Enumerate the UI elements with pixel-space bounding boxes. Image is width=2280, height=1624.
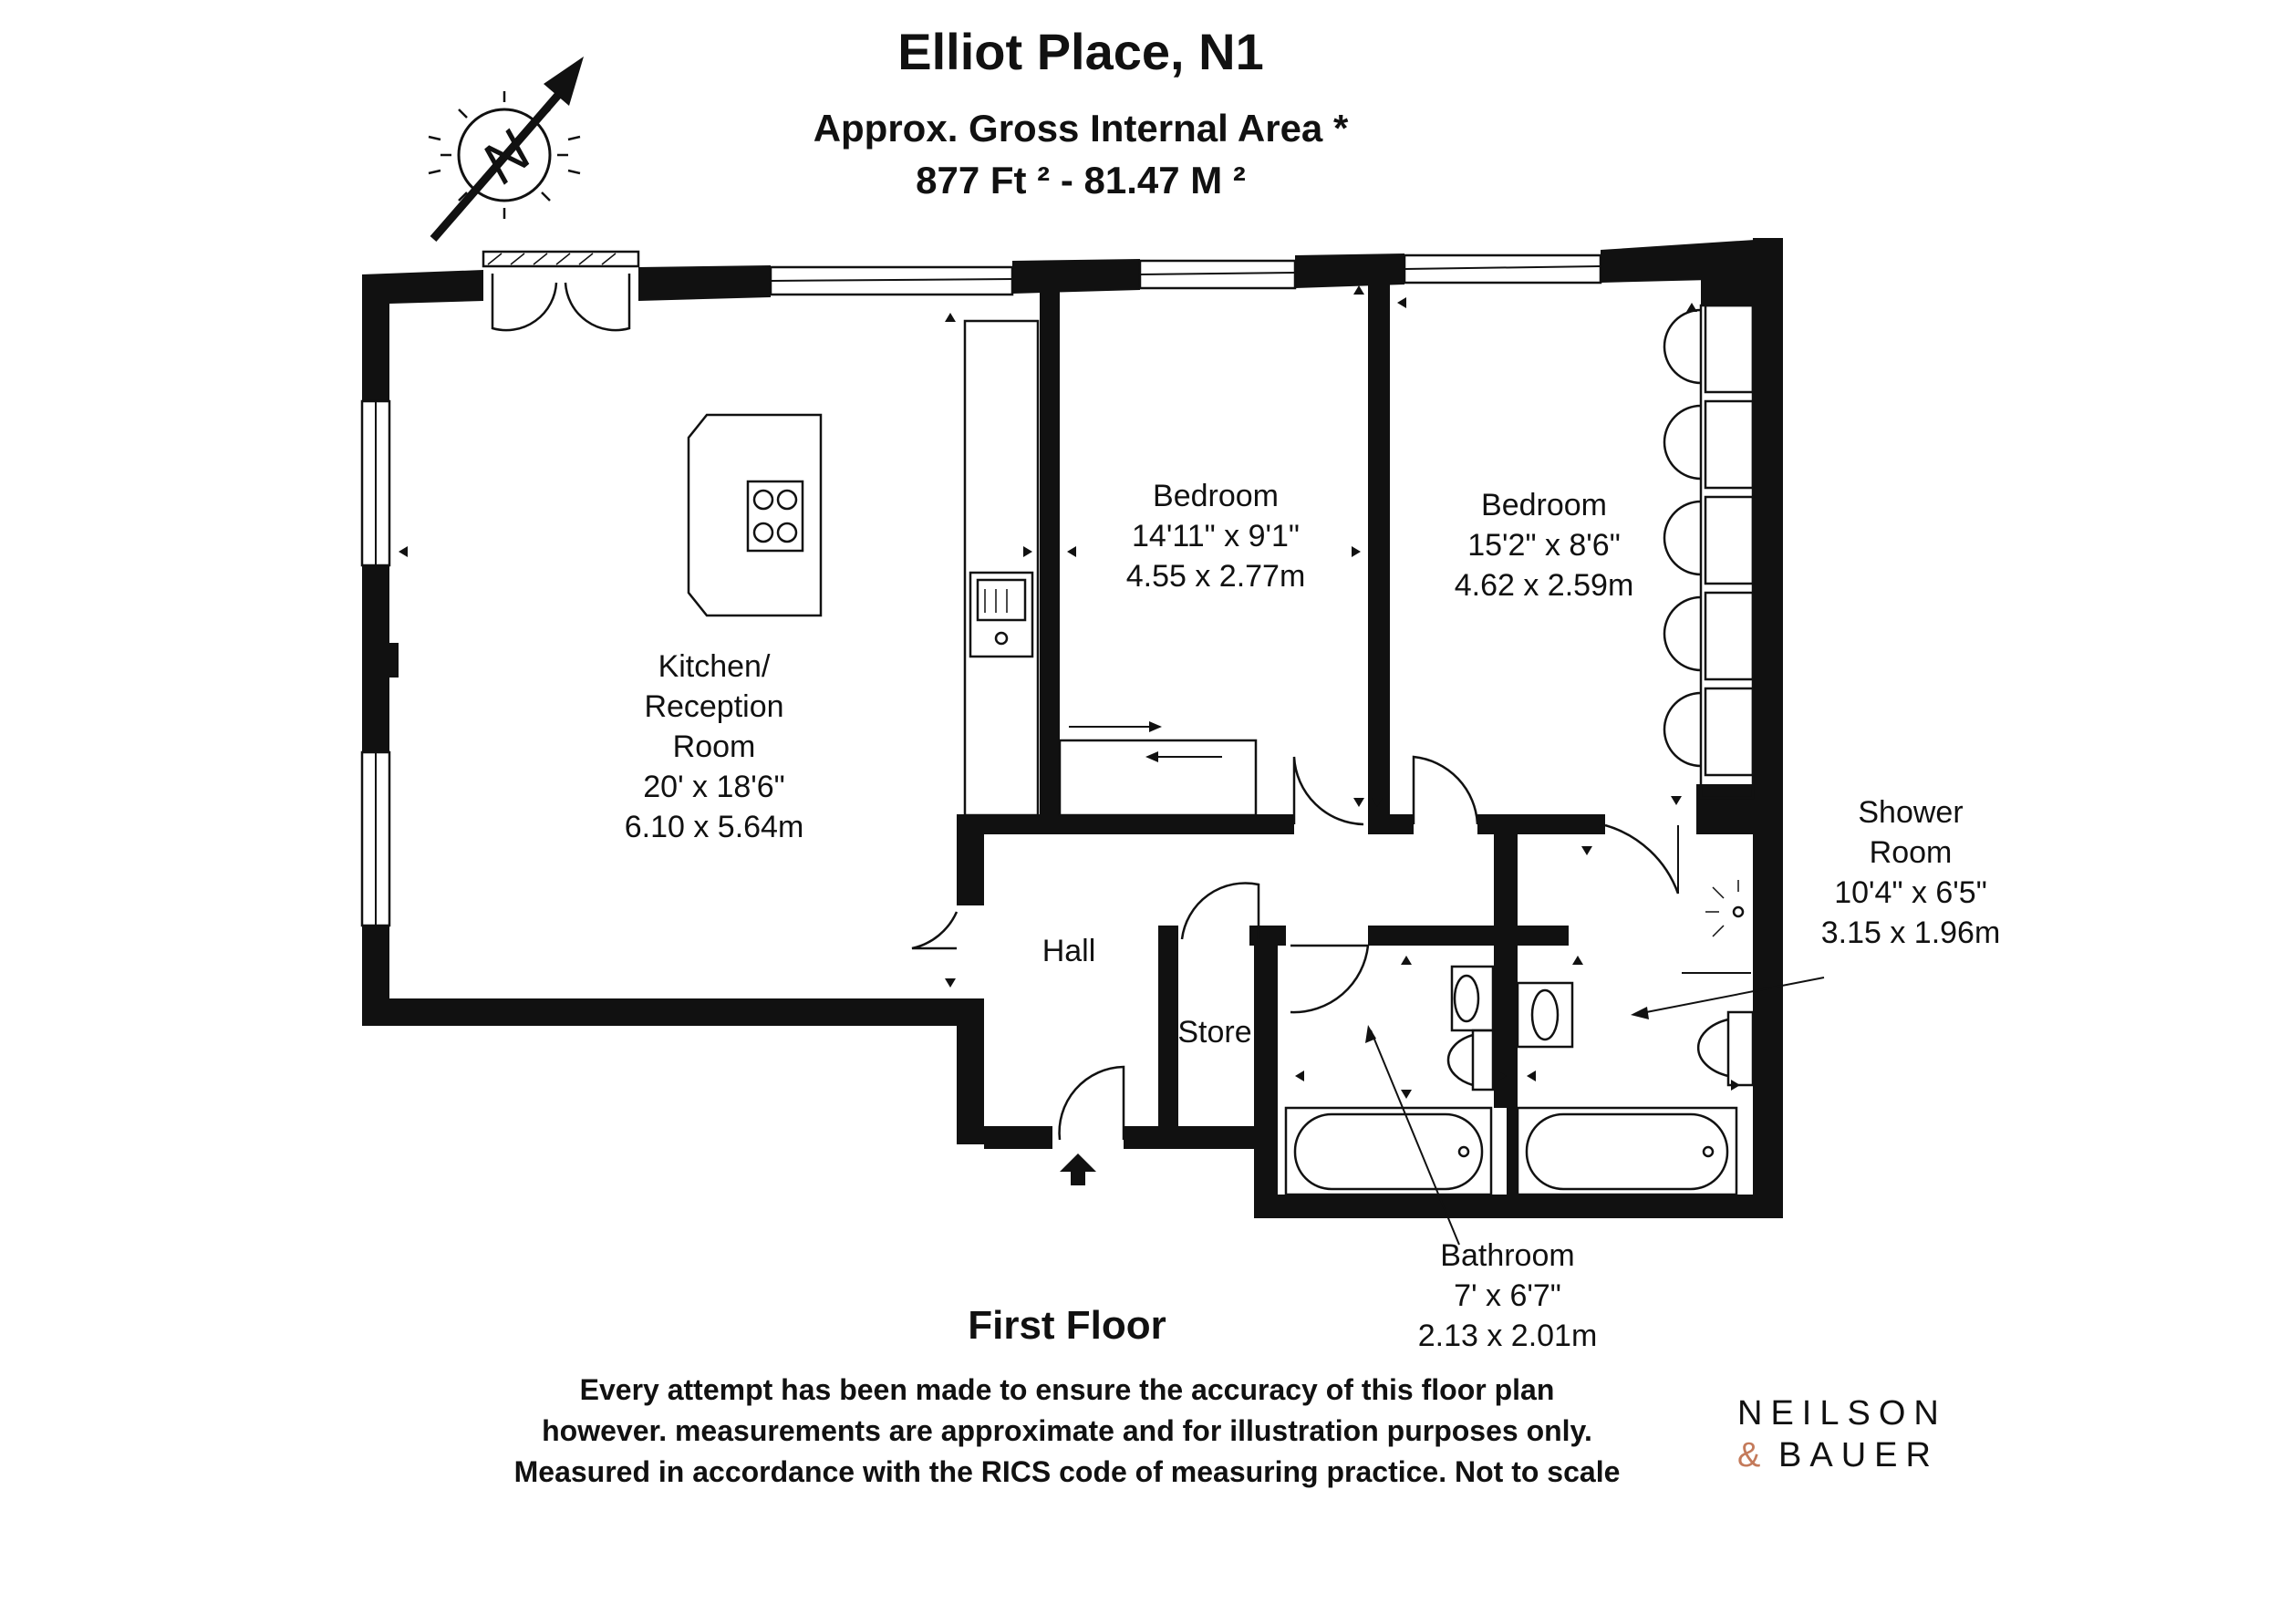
- north-arrow-icon: N: [428, 57, 584, 242]
- brand-amp: &: [1737, 1436, 1768, 1474]
- windows: [360, 250, 1602, 927]
- property-title: Elliot Place, N1: [897, 23, 1264, 80]
- bedroom1-wardrobe: [1058, 721, 1258, 817]
- bedroom1-metric: 4.55 x 2.77m: [1126, 559, 1306, 594]
- bedroom2-name: Bedroom: [1481, 488, 1607, 522]
- kitchen-fittings: [687, 319, 1040, 817]
- disclaimer-line-3: Measured in accordance with the RICS cod…: [514, 1455, 1621, 1488]
- bathroom-imperial: 7' x 6'7": [1454, 1278, 1561, 1313]
- kitchen-name-2: Reception: [644, 689, 783, 724]
- walls: [362, 238, 1783, 1218]
- bedroom1-imperial: 14'11" x 9'1": [1132, 519, 1300, 553]
- kitchen-metric: 6.10 x 5.64m: [625, 810, 804, 844]
- area-label: Approx. Gross Internal Area *: [814, 107, 1349, 150]
- bedroom1-name: Bedroom: [1153, 479, 1279, 513]
- bathroom-metric: 2.13 x 2.01m: [1418, 1319, 1598, 1353]
- shower-imperial: 10'4" x 6'5": [1834, 875, 1987, 910]
- bedroom2-metric: 4.62 x 2.59m: [1455, 568, 1634, 603]
- brand-line-2: BAUER: [1778, 1436, 1939, 1474]
- disclaimer-line-1: Every attempt has been made to ensure th…: [580, 1373, 1555, 1406]
- brand-logo: NEILSON & BAUER: [1737, 1394, 1947, 1474]
- doors: [911, 755, 1680, 1141]
- room-bedroom2-label: Bedroom 15'2" x 8'6" 4.62 x 2.59m: [1455, 488, 1634, 603]
- bedroom2-wardrobes: [1663, 304, 1755, 800]
- area-value: 877 Ft ² - 81.47 M ²: [916, 159, 1246, 202]
- room-kitchen-label: Kitchen/ Reception Room 20' x 18'6" 6.10…: [625, 649, 804, 844]
- bathroom-fittings: [1284, 880, 1755, 1196]
- store-label: Store: [1177, 1015, 1251, 1050]
- entrance-arrow-icon: [1060, 1153, 1096, 1185]
- leader-lines: [1365, 977, 1825, 1246]
- kitchen-name-1: Kitchen/: [658, 649, 771, 684]
- shower-name-2: Room: [1870, 835, 1953, 870]
- room-bathroom-label: Bathroom 7' x 6'7" 2.13 x 2.01m: [1418, 1238, 1598, 1353]
- shower-name-1: Shower: [1858, 795, 1963, 830]
- disclaimer-line-2: however. measurements are approximate an…: [542, 1414, 1592, 1447]
- hall-label: Hall: [1042, 934, 1096, 968]
- room-shower-label: Shower Room 10'4" x 6'5" 3.15 x 1.96m: [1821, 795, 2001, 950]
- room-bedroom1-label: Bedroom 14'11" x 9'1" 4.55 x 2.77m: [1126, 479, 1306, 594]
- bedroom2-imperial: 15'2" x 8'6": [1467, 528, 1621, 563]
- kitchen-name-3: Room: [673, 729, 756, 764]
- shower-metric: 3.15 x 1.96m: [1821, 915, 2001, 950]
- dimension-ticks: [399, 285, 1740, 1099]
- kitchen-imperial: 20' x 18'6": [643, 770, 785, 804]
- floor-label: First Floor: [968, 1303, 1166, 1348]
- bathroom-name: Bathroom: [1440, 1238, 1574, 1273]
- brand-line-1: NEILSON: [1737, 1394, 1947, 1433]
